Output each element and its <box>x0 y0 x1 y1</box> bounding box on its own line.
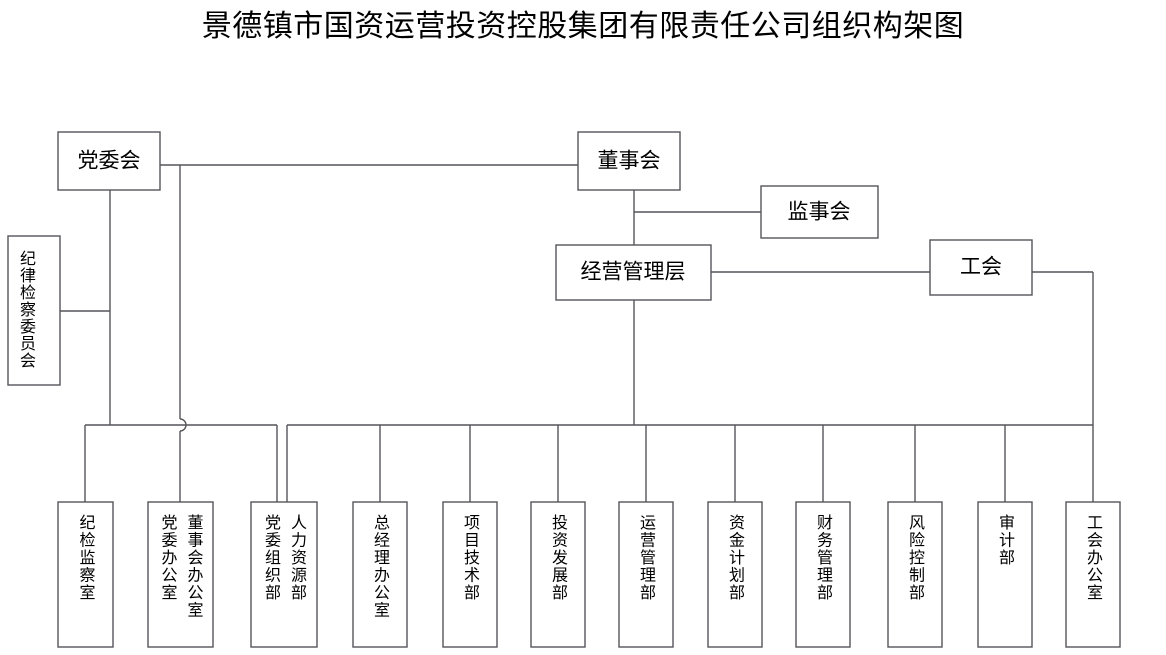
node-discipline-committee[interactable] <box>7 235 61 386</box>
node-board-of-supervisors[interactable] <box>760 185 879 239</box>
label-board-of-supervisors: 监事会 <box>788 200 851 224</box>
node-party-committee[interactable] <box>57 131 161 191</box>
box-dept-investment-dev[interactable] <box>530 501 586 648</box>
box-dept-finance-mgmt[interactable] <box>795 501 851 648</box>
box-dept-risk-control[interactable] <box>887 501 943 648</box>
label-management: 经营管理层 <box>581 260 686 284</box>
connector-lines <box>60 164 1094 502</box>
node-management[interactable] <box>555 244 712 301</box>
box-dept-operations-mgmt[interactable] <box>618 501 674 648</box>
box-dept-project-tech[interactable] <box>442 501 498 648</box>
node-boxes <box>7 131 1033 386</box>
page-title: 景德镇市国资运营投资控股集团有限责任公司组织构架图 <box>201 9 965 44</box>
box-dept-union-office[interactable] <box>1065 501 1121 648</box>
label-labor-union: 工会 <box>960 255 1002 279</box>
node-labels: 党委会 董事会 监事会 经营管理层 工会 <box>78 149 1003 284</box>
box-dept-funds-plan[interactable] <box>707 501 763 648</box>
node-board-of-directors[interactable] <box>577 131 681 191</box>
box-dept-board-party-office[interactable] <box>147 501 214 648</box>
department-boxes <box>57 501 1121 648</box>
box-dept-gm-office[interactable] <box>352 501 408 648</box>
box-dept-hr-party-org[interactable] <box>250 501 318 648</box>
node-labor-union[interactable] <box>929 239 1033 296</box>
label-party-committee: 党委会 <box>78 149 141 173</box>
label-board-of-directors: 董事会 <box>598 149 661 173</box>
box-dept-audit[interactable] <box>977 501 1033 648</box>
box-dept-discipline-office[interactable] <box>57 501 114 648</box>
